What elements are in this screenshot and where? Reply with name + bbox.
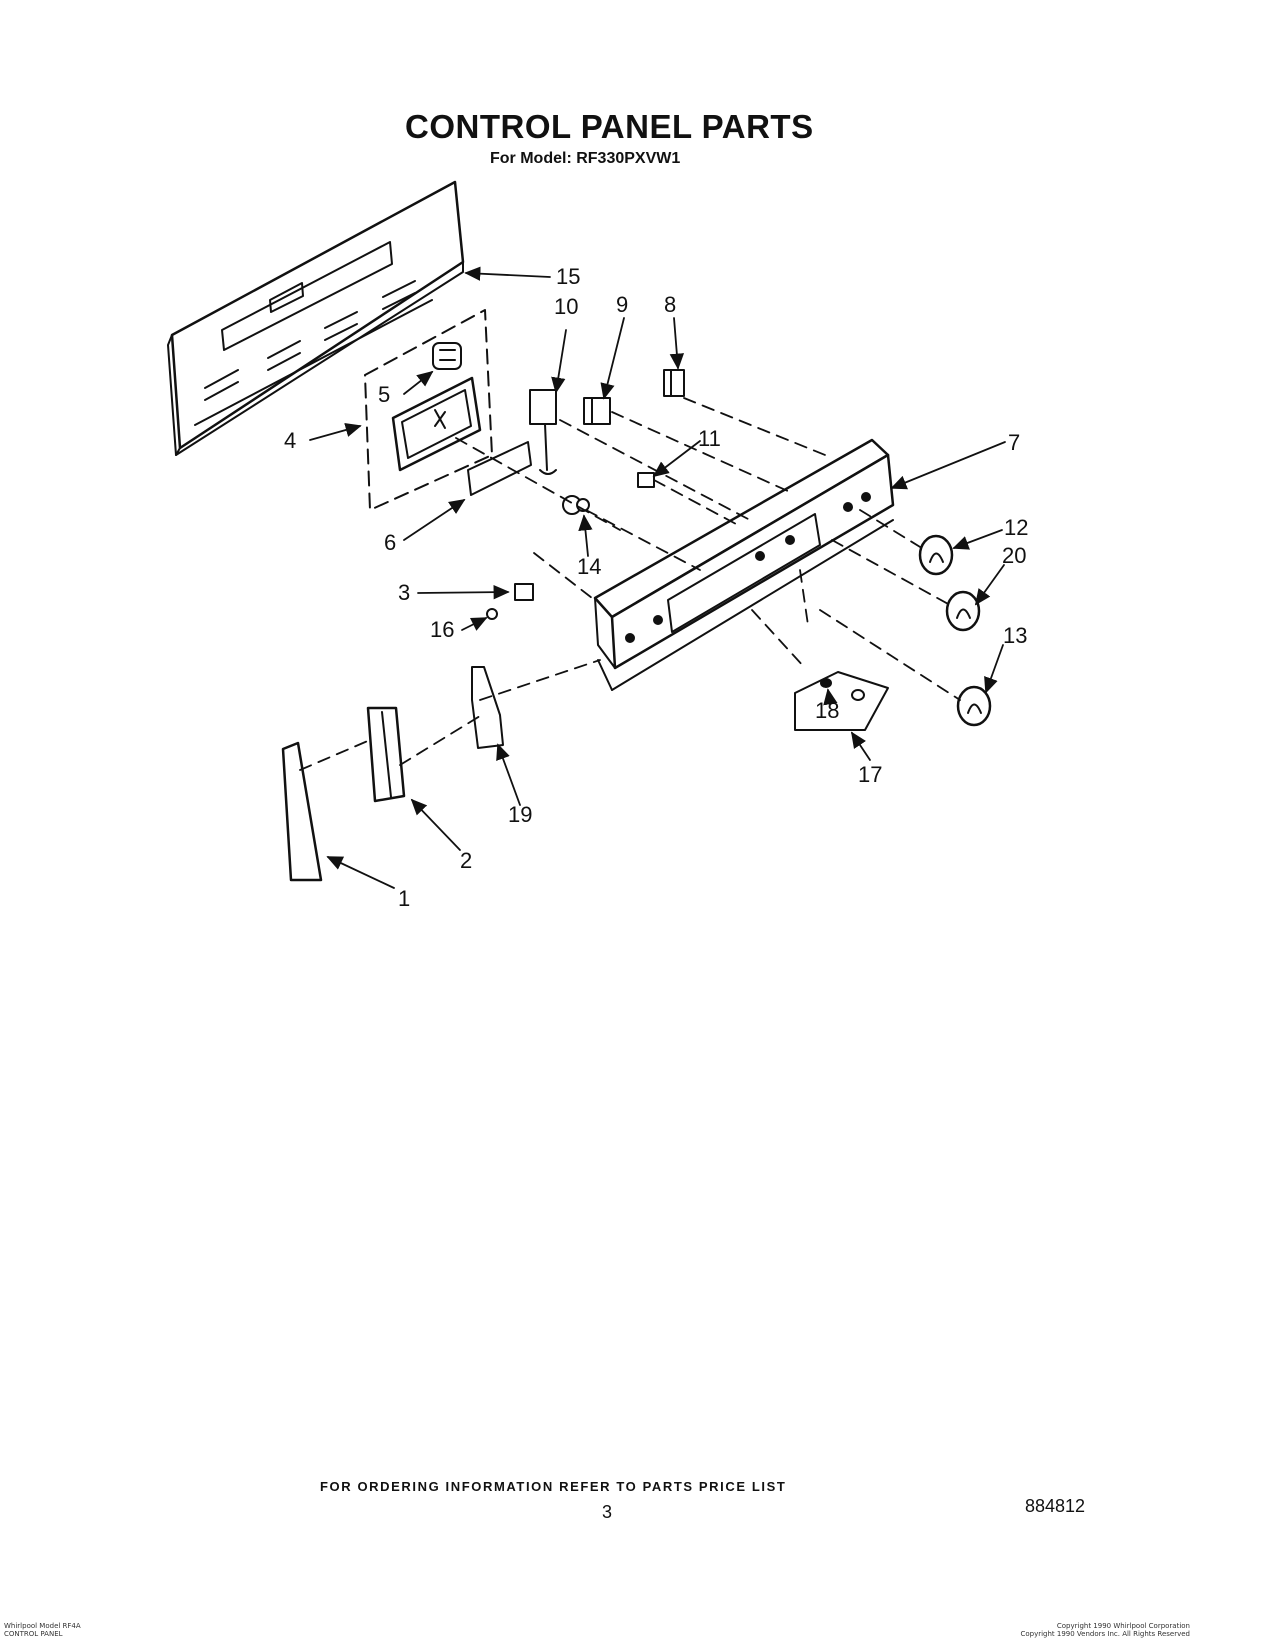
- page-number: 3: [602, 1502, 613, 1522]
- part-3-switch: [514, 583, 534, 601]
- part-12-knob: [918, 534, 954, 576]
- fine-print-left-line1: Whirlpool Model RF4A: [4, 1622, 81, 1630]
- part-10-thermostat: [529, 389, 557, 475]
- callout-11: 11: [698, 426, 721, 451]
- callout-10: 10: [554, 294, 578, 319]
- document-number: 884812: [1025, 1496, 1086, 1516]
- part-4-clock-assembly: [364, 309, 493, 511]
- callout-7: 7: [1008, 430, 1020, 455]
- fine-print-right-line2: Copyright 1990 Vendors Inc. All Rights R…: [1020, 1630, 1190, 1638]
- callout-4: 4: [284, 428, 296, 453]
- page-title: CONTROL PANEL PARTS: [405, 108, 814, 145]
- callout-13: 13: [1003, 623, 1027, 648]
- callout-12: 12: [1004, 515, 1028, 540]
- part-19-bracket: [471, 666, 504, 749]
- part-2-bracket: [366, 706, 406, 803]
- callout-18: 18: [815, 698, 839, 723]
- fine-print-right: Copyright 1990 Whirlpool Corporation Cop…: [975, 1622, 1190, 1638]
- part-20-knob: [945, 590, 981, 632]
- ordering-note: FOR ORDERING INFORMATION REFER TO PARTS …: [320, 1479, 787, 1494]
- part-17-group: [794, 671, 889, 731]
- part-15-backguard: [167, 180, 465, 456]
- callout-19: 19: [508, 802, 532, 827]
- callout-17: 17: [858, 762, 882, 787]
- part-8-switch: [663, 369, 685, 397]
- callout-15: 15: [556, 264, 580, 289]
- callout-2: 2: [460, 848, 472, 873]
- clock-face: [391, 376, 482, 472]
- callout-9: 9: [616, 292, 628, 317]
- part-5-clock-knob: [432, 342, 462, 370]
- fine-print-left-line2: CONTROL PANEL: [4, 1630, 63, 1638]
- part-7-control-panel: [593, 438, 895, 691]
- callout-6: 6: [384, 530, 396, 555]
- fine-print-right-line1: Copyright 1990 Whirlpool Corporation: [1056, 1622, 1190, 1630]
- callout-1: 1: [398, 886, 410, 911]
- part-1-endcap: [281, 741, 323, 882]
- part-11-indicator: [637, 472, 655, 488]
- callout-8: 8: [664, 292, 676, 317]
- model-subtitle: For Model: RF330PXVW1: [490, 150, 681, 167]
- callout-14: 14: [577, 554, 601, 579]
- callout-3: 3: [398, 580, 410, 605]
- leader-lines: [309, 266, 1006, 889]
- callout-labels: 15 10 9 8 5 4 11 7 6 14 12 20 3 16 13 18…: [284, 264, 1028, 911]
- part-13-knob: [956, 685, 992, 727]
- part-9-switch: [583, 397, 611, 425]
- part-16-screw: [486, 608, 498, 620]
- fine-print-left: Whirlpool Model RF4A CONTROL PANEL: [4, 1622, 81, 1638]
- callout-20: 20: [1002, 543, 1026, 568]
- callout-16: 16: [430, 617, 454, 642]
- callout-5: 5: [378, 382, 390, 407]
- part-6-lens: [467, 441, 532, 496]
